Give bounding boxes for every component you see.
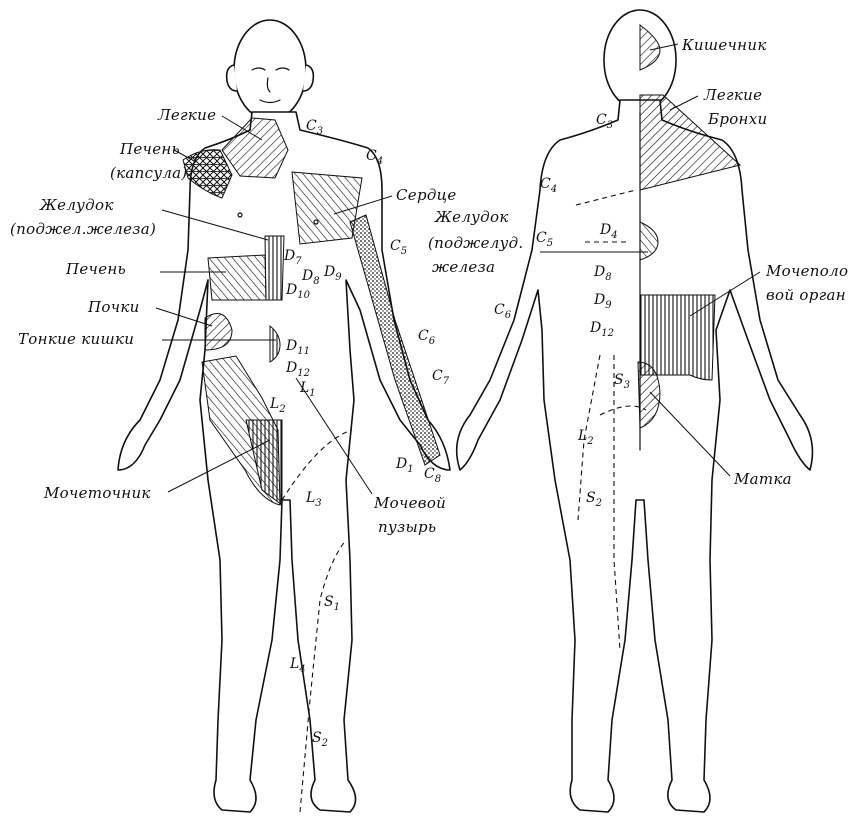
back-body-outline — [457, 100, 813, 812]
front-segment-c6: C6 — [418, 328, 436, 347]
front-segment-c8: C8 — [424, 466, 441, 485]
front-head — [234, 20, 306, 120]
back-figure — [457, 10, 813, 812]
label-front-small-intestine: Тонкие кишки — [18, 330, 134, 348]
label-back-lungs-1: Легкие — [703, 86, 762, 104]
label-back-stomach-1: Желудок — [434, 208, 509, 226]
label-back-urogenital-1: Мочеполо — [765, 262, 848, 280]
label-front-lungs: Легкие — [157, 106, 216, 124]
zone-front-heart — [292, 172, 362, 244]
label-back-urogenital-2: вой орган — [766, 286, 846, 304]
label-front-stomach-1: Желудок — [39, 196, 114, 214]
front-segment-d1: D1 — [395, 456, 414, 475]
label-back-lungs-2: Бронхи — [707, 110, 767, 128]
label-front-liver-capsule-2: (капсула) — [110, 164, 188, 182]
zone-front-liver — [208, 255, 266, 300]
label-front-bladder-2: пузырь — [378, 518, 436, 536]
back-segment-c6: C6 — [494, 302, 512, 321]
label-back-intestine: Кишечник — [681, 36, 767, 54]
front-segment-c5: C5 — [390, 238, 407, 257]
leader-back-lungs — [670, 96, 698, 110]
label-back-stomach-2: (поджелуд. — [428, 234, 524, 252]
zone-front-stomach — [265, 236, 284, 300]
front-segment-c7: C7 — [432, 368, 450, 387]
label-front-liver: Печень — [65, 260, 126, 278]
label-front-kidneys: Почки — [87, 298, 140, 316]
label-front-liver-capsule-1: Печень — [119, 140, 180, 158]
label-front-bladder-1: Мочевой — [373, 494, 446, 512]
front-figure — [118, 20, 450, 812]
label-back-uterus: Матка — [733, 470, 792, 488]
label-front-ureter: Мочеточник — [43, 484, 151, 502]
label-front-stomach-2: (поджел.железа) — [10, 220, 156, 238]
label-front-heart: Сердце — [396, 186, 457, 204]
label-back-stomach-3: железа — [432, 258, 495, 276]
